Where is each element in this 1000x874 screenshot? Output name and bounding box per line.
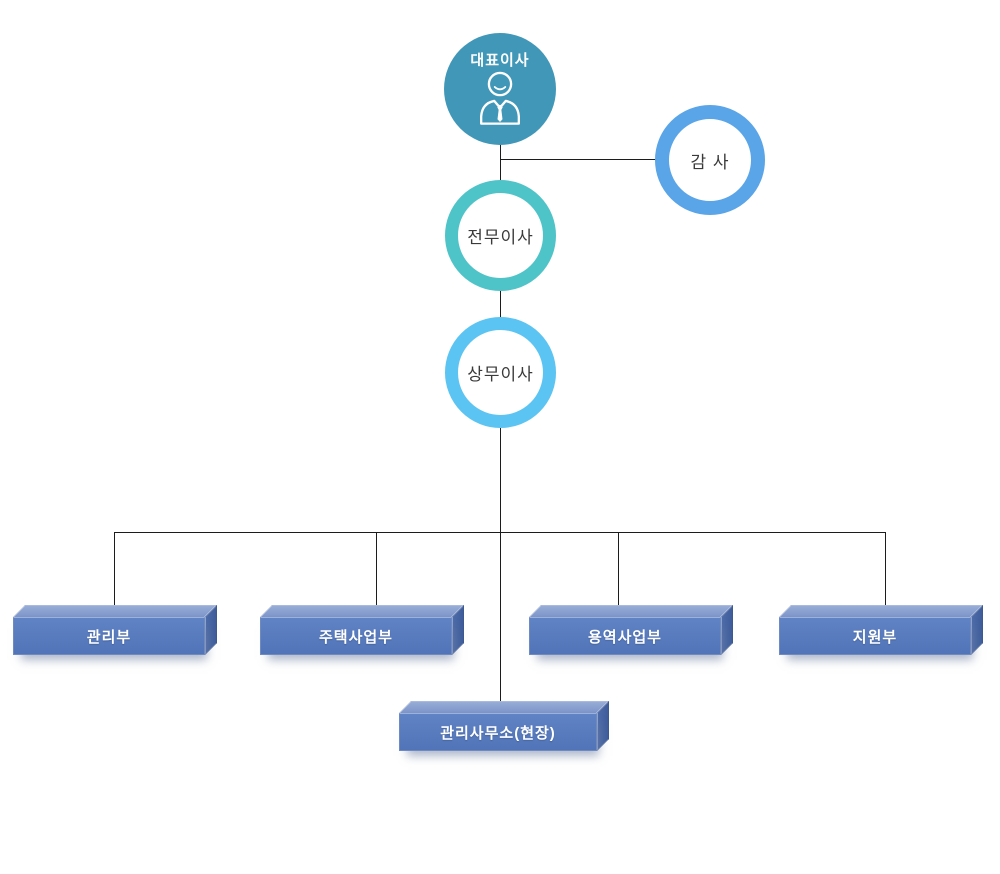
person-icon [480, 71, 520, 125]
node-ceo: 대표이사 [444, 33, 556, 145]
box-top-face [13, 605, 217, 617]
box-front-face: 용역사업부 [529, 617, 721, 655]
managing-director-label: 상무이사 [467, 365, 534, 384]
box-front-face: 관리부 [13, 617, 205, 655]
box-front-face: 지원부 [779, 617, 971, 655]
executive-director-label: 전무이사 [467, 228, 534, 247]
node-managing-director: 상무이사 [445, 317, 556, 428]
auditor-label: 감 사 [690, 152, 730, 172]
dept-label: 용역사업부 [587, 628, 662, 646]
box-top-face [260, 605, 464, 617]
connector-drop-dept-3 [618, 532, 619, 606]
connector-drop-dept-2 [376, 532, 377, 606]
dept-box-management: 관리부 [13, 605, 217, 655]
connector-ceo-to-executive [500, 145, 501, 180]
dept-label: 관리사무소(현장) [440, 724, 556, 742]
node-auditor: 감 사 [655, 105, 765, 215]
box-front-face: 관리사무소(현장) [399, 713, 597, 751]
connector-drop-dept-1 [114, 532, 115, 606]
dept-box-services: 용역사업부 [529, 605, 733, 655]
connector-drop-dept-4 [885, 532, 886, 606]
dept-box-support: 지원부 [779, 605, 983, 655]
dept-box-housing: 주택사업부 [260, 605, 464, 655]
box-top-face [399, 701, 609, 713]
box-top-face [529, 605, 733, 617]
connector-department-bus [114, 532, 886, 533]
connector-managing-to-office [500, 427, 501, 702]
connector-executive-to-managing [500, 290, 501, 317]
dept-label: 주택사업부 [318, 628, 393, 646]
box-top-face [779, 605, 983, 617]
connector-to-auditor [500, 159, 656, 160]
dept-label: 관리부 [86, 628, 132, 646]
dept-box-site-office: 관리사무소(현장) [399, 701, 609, 751]
box-front-face: 주택사업부 [260, 617, 452, 655]
node-executive-director: 전무이사 [445, 180, 556, 291]
ceo-label: 대표이사 [470, 52, 530, 69]
dept-label: 지원부 [852, 628, 898, 646]
